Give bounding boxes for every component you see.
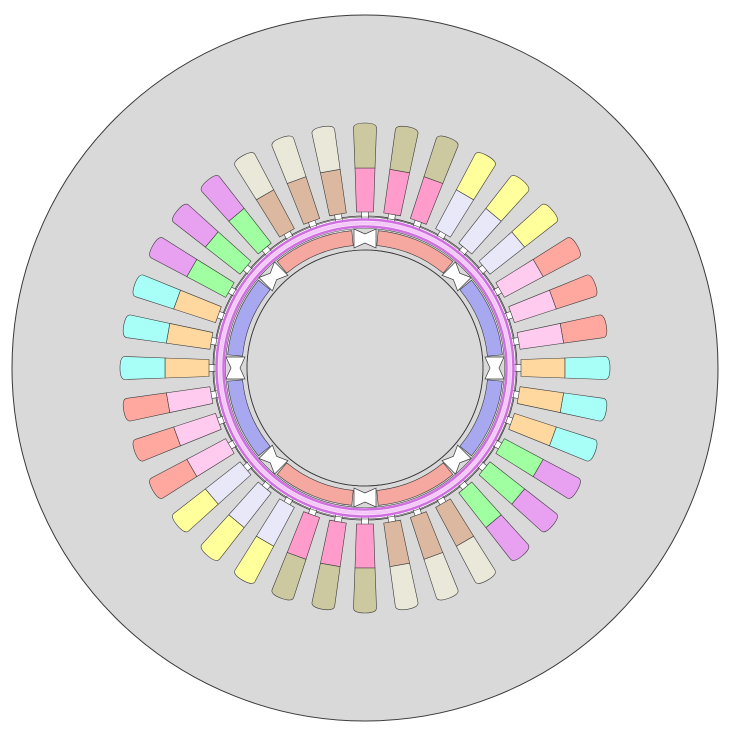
rotor-pole-spacer [353,228,377,249]
rotor-pole-spacer [441,444,472,475]
rotor-magnet-s [227,379,271,457]
rotor-magnet-s [227,279,271,357]
slot-coil-outer [132,426,181,462]
rotor-pole-spacer [484,356,505,380]
slot-coil-inner [164,357,210,379]
slot-coil-outer [149,237,198,278]
airgap-outline [213,216,517,520]
rotor-magnet-s [459,279,503,357]
slot-coil-outer [132,274,181,310]
slot-coil-outer [455,535,496,584]
rotor-magnet-s [459,379,503,457]
rotor-pole-spacer [258,261,289,292]
slot-coil-outer [485,175,530,222]
rotor-magnet-n [276,462,354,506]
slot-coil-outer [311,125,341,174]
rotor-pole-spacer [258,444,289,475]
slot-coil-inner [520,357,566,379]
rotor-magnet-n [376,462,454,506]
slot-coil-outer [549,426,598,462]
rotor-magnet-n [376,230,454,274]
slot-coil-outer [122,314,171,344]
slot-coil-outer [511,488,558,533]
slot-coil-outer [485,514,530,561]
slot-coil-outer [564,356,611,380]
rotor-pole-spacer [225,356,246,380]
slot-coil-outer [122,392,171,422]
slot-coil-outer [532,237,581,278]
slot-coil-outer [271,135,307,184]
rotor-magnet-n [276,230,354,274]
slot-coil-inner [354,167,376,213]
slot-coil-outer [119,356,166,380]
stator-slots-group [119,122,611,614]
slot-coil-outer [234,535,275,584]
slot-coil-outer [423,135,459,184]
slot-coil-outer [353,122,377,169]
slot-coil-outer [389,125,419,174]
slot-coil-outer [234,152,275,201]
slot-coil-outer [511,203,558,248]
slot-coil-outer [423,552,459,601]
rotor-pole-spacer [441,261,472,292]
slot-coil-inner [354,523,376,569]
slot-coil-outer [149,458,198,499]
slot-coil-outer [549,274,598,310]
rotor-group [225,228,505,508]
slot-coil-outer [172,203,219,248]
rotor-outer-outline [225,228,505,508]
slot-coil-outer [353,567,377,614]
slot-coil-outer [532,458,581,499]
slot-coil-outer [559,392,608,422]
air-gap-group [213,216,517,520]
slot-coil-outer [172,488,219,533]
sleeve-inner-edge [222,225,508,511]
rotor-inner-outline [246,249,484,487]
slot-coil-outer [200,514,245,561]
slot-coil-outer [559,314,608,344]
slot-coil-outer [271,552,307,601]
rotor-pole-spacer [353,487,377,508]
slot-coil-outer [389,562,419,611]
slot-coil-outer [311,562,341,611]
rotor-core-edge [246,249,484,487]
sleeve-inner-ring [218,221,512,515]
slot-coil-outer [455,152,496,201]
sleeve-outer-ring [215,218,515,518]
slot-coil-outer [200,175,245,222]
